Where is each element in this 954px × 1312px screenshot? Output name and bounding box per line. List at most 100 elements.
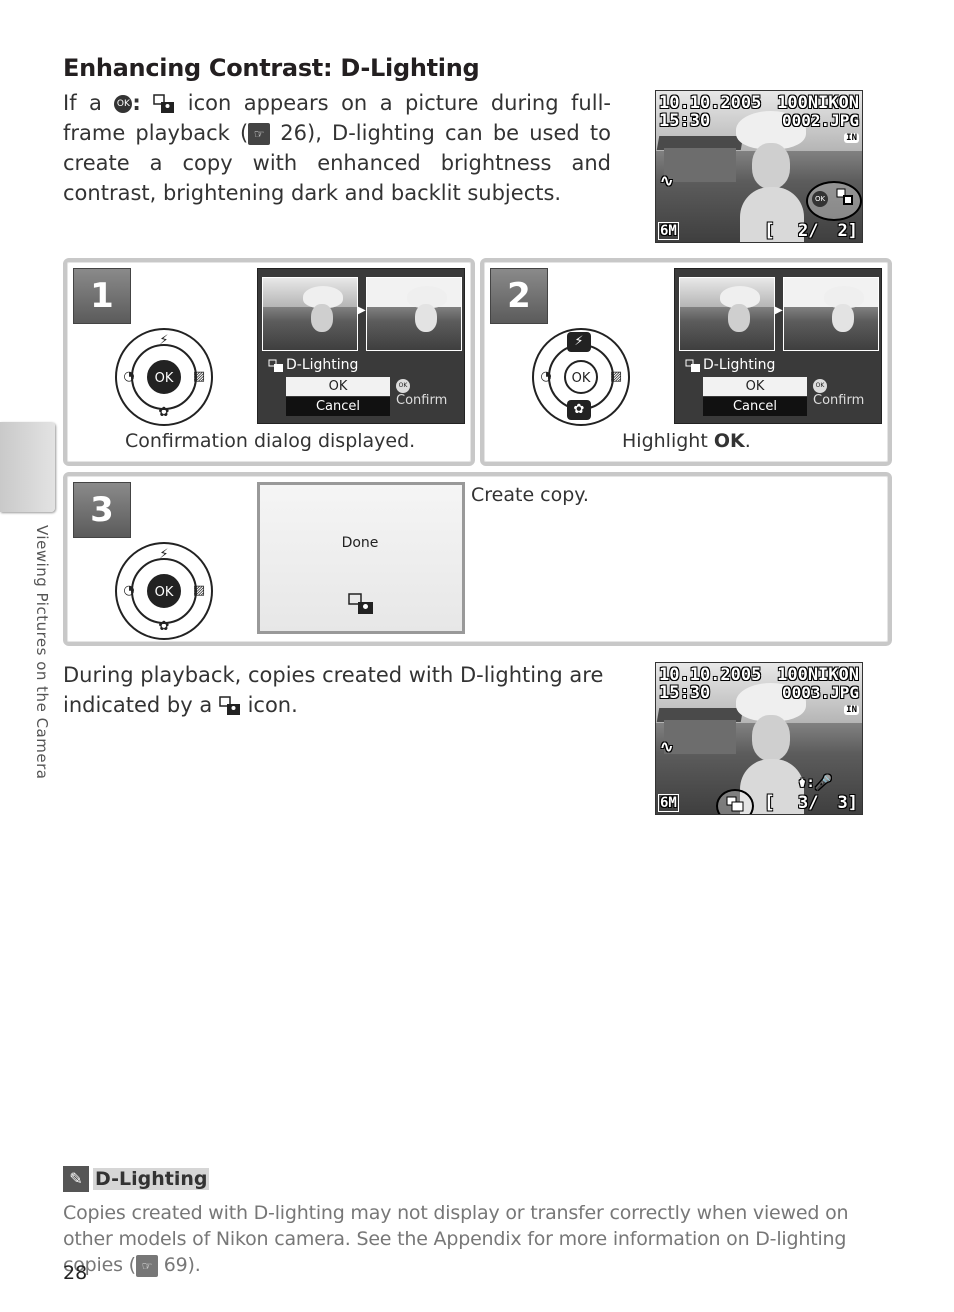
step-3-number: 3 xyxy=(73,482,131,538)
macro-icon: ✿ xyxy=(158,405,170,420)
page-number: 28 xyxy=(63,1262,88,1284)
frame-count-right: 3] xyxy=(837,793,858,813)
self-timer-icon: ◔ xyxy=(123,583,135,598)
intro-text-1: If a xyxy=(63,91,102,115)
note-text-2: ). xyxy=(187,1254,201,1276)
step-3-caption: Create copy. xyxy=(471,484,589,506)
d-lighting-icon xyxy=(726,796,744,812)
screen-folder: 100NIKON xyxy=(777,665,859,685)
step-1-caption: Confirmation dialog displayed. xyxy=(125,430,416,452)
flash-icon-highlighted: ⚡ xyxy=(574,334,584,349)
note-ref: 69 xyxy=(163,1254,188,1276)
image-size-badge: 6M xyxy=(658,222,679,240)
dialog-option-cancel[interactable]: Cancel xyxy=(286,397,390,416)
page-title: Enhancing Contrast: D-Lighting xyxy=(63,54,480,82)
exposure-comp-icon: ▨ xyxy=(192,369,206,384)
step-2-caption-prefix: Highlight xyxy=(622,430,708,452)
screen-file: 0003.JPG xyxy=(781,683,859,702)
ok-button: OK xyxy=(147,360,181,394)
dialog-option-ok[interactable]: OK xyxy=(703,377,807,396)
wave-icon: ∿ xyxy=(660,737,674,756)
step-2-box: 2 OK ⚡ ◔ ▨ ✿ ▶ D-Lighting OK Cancel OK C… xyxy=(480,258,892,466)
step-1-number: 1 xyxy=(73,268,131,324)
note-heading-label: D-Lighting xyxy=(93,1167,210,1190)
d-lighting-copy-indicator xyxy=(716,789,754,814)
playback-text-1: During playback, copies created with D-l… xyxy=(63,663,604,717)
self-timer-icon: ◔ xyxy=(123,369,135,384)
playback-text-2: icon. xyxy=(247,693,298,717)
enhanced-thumbnail xyxy=(783,277,879,351)
side-tab xyxy=(0,422,55,512)
d-lighting-icon xyxy=(685,359,700,372)
dialog-title: D-Lighting xyxy=(703,357,776,373)
frame-count-left: 2/ xyxy=(798,221,819,241)
screen-date: 10.10.2005 xyxy=(659,93,762,113)
bracket-left: [ xyxy=(764,220,775,241)
section-side-label-text: Viewing Pictures on the Camera xyxy=(33,525,51,780)
ok-button: OK xyxy=(147,574,181,608)
intro-text-2: icon appears on a picture during full-fr… xyxy=(63,91,611,145)
step-2-number: 2 xyxy=(490,268,548,324)
intro-ref: 26 xyxy=(280,121,308,145)
screen-file: 0002.JPG xyxy=(781,111,859,130)
macro-icon: ✿ xyxy=(158,619,170,634)
note-heading: ✎D-Lighting xyxy=(63,1166,210,1192)
confirm-label: Confirm xyxy=(396,393,448,408)
screen-folder: 100NIKON xyxy=(777,93,859,113)
step-2-caption-suffix: . xyxy=(744,430,751,452)
ok-button: OK xyxy=(564,360,598,394)
image-size-badge: 6M xyxy=(658,794,679,812)
d-lighting-icon xyxy=(153,94,175,113)
macro-icon-highlighted: ✿ xyxy=(573,402,585,417)
reference-icon: ☞ xyxy=(135,1254,158,1277)
step-3-box: 3 OK ⚡ ◔ ▨ ✿ Done Create copy. xyxy=(63,472,892,646)
bracket-left: [ xyxy=(764,792,775,813)
step-1-box: 1 OK ⚡ ◔ ▨ ✿ ▶ D-Lighting OK Cancel OK C… xyxy=(63,258,475,466)
playback-screen-bottom: 10.10.2005 15:30 100NIKON 0003.JPG IN ∿ … xyxy=(655,662,863,815)
confirm-label: Confirm xyxy=(813,393,865,408)
note-text-1: Copies created with D-lighting may not d… xyxy=(63,1202,849,1276)
dialog-option-cancel[interactable]: Cancel xyxy=(703,397,807,416)
screen-time: 15:30 xyxy=(659,683,711,703)
ok-badge-icon: OK xyxy=(813,378,827,393)
exposure-comp-icon: ▨ xyxy=(192,583,206,598)
done-screen: Done xyxy=(257,482,465,634)
multi-selector: OK ⚡ ◔ ▨ ✿ xyxy=(532,328,630,426)
note-text: Copies created with D-lighting may not d… xyxy=(63,1200,893,1278)
ok-indicator-icon: OK xyxy=(812,191,828,207)
confirm-hint: OK Confirm xyxy=(813,378,881,408)
voice-memo-icon: ⚱:🎤 xyxy=(798,775,833,791)
frame-count-right: 2] xyxy=(837,221,858,241)
pencil-icon: ✎ xyxy=(63,1166,89,1192)
flash-icon: ⚡ xyxy=(159,333,169,348)
step-2-caption-bold: OK xyxy=(713,430,745,452)
memory-icon: IN xyxy=(844,133,859,143)
ok-button-icon: OK xyxy=(114,95,133,113)
self-timer-icon: ◔ xyxy=(540,369,552,384)
d-lighting-icon xyxy=(219,696,240,715)
frame-count-left: 3/ xyxy=(798,793,819,813)
exposure-comp-icon: ▨ xyxy=(609,369,623,384)
screen-date: 10.10.2005 xyxy=(659,665,762,685)
dialog-title: D-Lighting xyxy=(286,357,359,373)
d-lighting-indicator-icon xyxy=(836,188,853,205)
dialog-option-ok[interactable]: OK xyxy=(286,377,390,396)
screen-time: 15:30 xyxy=(659,111,711,131)
memory-icon: IN xyxy=(844,705,859,715)
d-lighting-icon xyxy=(348,593,373,614)
step-2-caption: Highlight OK. xyxy=(622,430,751,452)
reference-icon: ☞ xyxy=(248,123,271,145)
done-message: Done xyxy=(341,535,379,551)
playback-screen-top: 10.10.2005 15:30 100NIKON 0002.JPG IN ∿ … xyxy=(655,90,863,243)
confirm-hint: OK Confirm xyxy=(396,378,464,408)
confirm-dialog-screen: ▶ D-Lighting OK Cancel OK Confirm xyxy=(674,268,882,424)
intro-paragraph: If a OK: icon appears on a picture durin… xyxy=(63,91,611,205)
flash-icon: ⚡ xyxy=(159,547,169,562)
multi-selector: OK ⚡ ◔ ▨ ✿ xyxy=(115,542,213,640)
wave-icon: ∿ xyxy=(660,171,674,190)
enhanced-thumbnail xyxy=(366,277,462,351)
intro-text-3: ), D-lighting can be used to create a co… xyxy=(63,121,611,205)
d-lighting-indicator-highlight: OK xyxy=(806,181,862,221)
arrow-icon: ▶ xyxy=(358,305,366,316)
confirm-dialog-screen: ▶ D-Lighting OK Cancel OK Confirm xyxy=(257,268,465,424)
